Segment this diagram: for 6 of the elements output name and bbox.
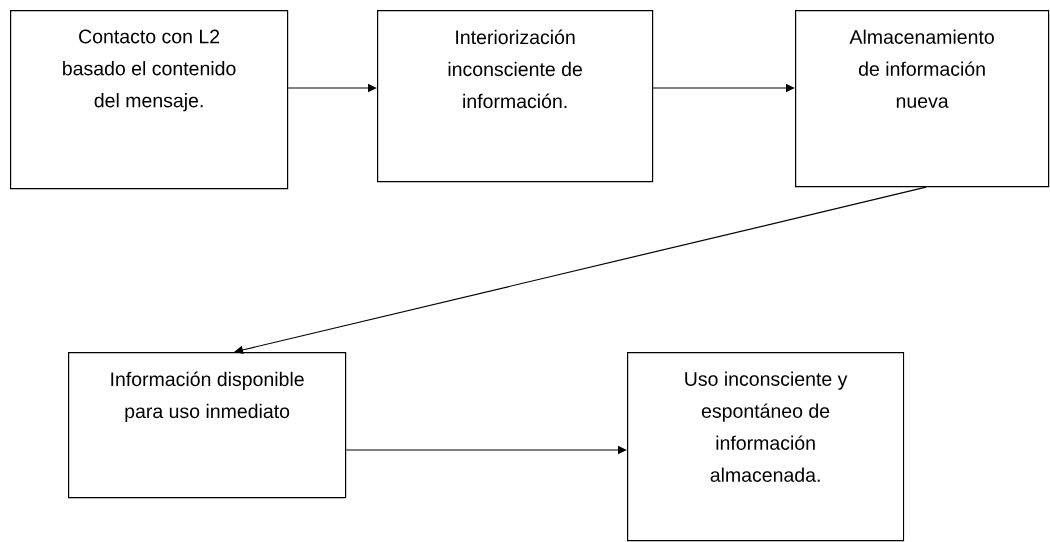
arrow [234,186,927,354]
process-box: Interiorización inconsciente de información. [377,10,654,183]
process-box: Almacenamiento de información nueva [795,10,1050,188]
process-box: Uso inconsciente y espontáneo de información almacenada. [627,352,905,542]
process-box: Contacto con L2 basado el contenido del mensaje. [10,10,289,190]
process-box: Información disponible para uso inmediato [68,352,347,499]
